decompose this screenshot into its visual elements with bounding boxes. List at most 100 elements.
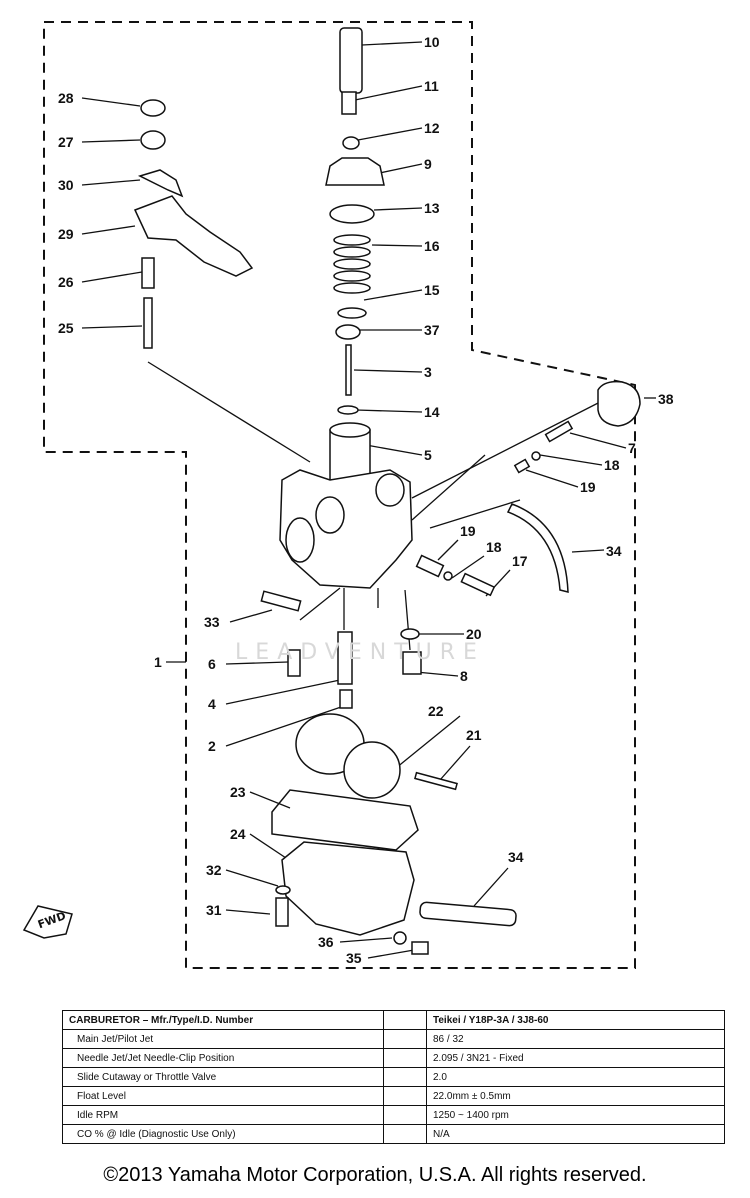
part-choke-plunger [143, 297, 153, 349]
callout-19: 19 [580, 479, 596, 495]
part-main-jet [339, 689, 353, 709]
part-washer-small [443, 571, 453, 581]
part-washer-20 [400, 628, 420, 640]
spec-label: Needle Jet/Jet Needle-Clip Position [62, 1048, 384, 1068]
callout-24: 24 [230, 826, 246, 842]
callout-23: 23 [230, 784, 246, 800]
part-washer [337, 405, 359, 415]
callout-16: 16 [424, 238, 440, 254]
part-throttle-spring [333, 234, 371, 294]
spec-header-row: CARBURETOR – Mfr./Type/I.D. Number Teikei… [62, 1010, 725, 1030]
spec-row: Float Level 22.0mm ± 0.5mm [62, 1086, 725, 1106]
part-needle-jet [337, 631, 353, 685]
spec-value: 2.095 / 3N21 - Fixed [426, 1048, 725, 1068]
part-choke-lever [133, 195, 254, 277]
carburetor-spec-table: CARBURETOR – Mfr./Type/I.D. Number Teikei… [62, 1010, 725, 1144]
spec-value: N/A [426, 1124, 725, 1144]
callout-30: 30 [58, 177, 74, 193]
part-jet-needle [345, 344, 352, 396]
callout-25: 25 [58, 320, 74, 336]
callout-4: 4 [208, 696, 216, 712]
callout-12: 12 [424, 120, 440, 136]
spec-spacer [383, 1105, 427, 1125]
leader-lines [81, 41, 656, 959]
callout-22: 22 [428, 703, 444, 719]
part-main-jet-holder [402, 651, 422, 675]
spec-spacer [383, 1029, 427, 1049]
callout-14: 14 [424, 404, 440, 420]
part-adjuster [341, 91, 357, 115]
callout-3: 3 [424, 364, 432, 380]
spec-value: 2.0 [426, 1067, 725, 1087]
callout-29: 29 [58, 226, 74, 242]
part-drain-hose [419, 901, 517, 927]
part-screw-31 [275, 897, 289, 927]
spec-row: Needle Jet/Jet Needle-Clip Position 2.095… [62, 1048, 725, 1068]
spec-value: Teikei / Y18P-3A / 3J8-60 [426, 1010, 725, 1030]
assembly-boundary [43, 21, 636, 969]
part-float-bowl-gasket [271, 789, 419, 851]
callout-9: 9 [424, 156, 432, 172]
fwd-arrow-icon: FWD [22, 905, 73, 939]
callout-31: 31 [206, 902, 222, 918]
callout-10: 10 [424, 34, 440, 50]
callout-15: 15 [424, 282, 440, 298]
part-mixing-chamber-top [325, 157, 385, 186]
callout-11: 11 [424, 78, 439, 94]
spec-label: Idle RPM [62, 1105, 384, 1125]
part-fuel-hose [506, 503, 569, 593]
callout-38: 38 [658, 391, 674, 407]
spec-label: Slide Cutaway or Throttle Valve [62, 1067, 384, 1087]
part-cap [339, 27, 363, 94]
spec-label: Float Level [62, 1086, 384, 1106]
part-cover-cap [597, 380, 641, 427]
spec-label: CO % @ Idle (Diagnostic Use Only) [62, 1124, 384, 1144]
part-spring-small [513, 458, 531, 474]
part-screw-33 [260, 590, 302, 612]
callout-33: 33 [204, 614, 220, 630]
part-o-ring [531, 451, 541, 461]
callout-28: 28 [58, 90, 74, 106]
spec-row: CO % @ Idle (Diagnostic Use Only) N/A [62, 1124, 725, 1144]
part-pilot-screw [544, 420, 574, 443]
callout-8: 8 [460, 668, 468, 684]
spec-label: CARBURETOR – Mfr./Type/I.D. Number [62, 1010, 384, 1030]
watermark: LEADVENTURE [235, 640, 485, 665]
part-drain-screw [411, 941, 429, 955]
part-float-bowl [281, 841, 415, 936]
callout-27: 27 [58, 134, 74, 150]
spec-value: 22.0mm ± 0.5mm [426, 1086, 725, 1106]
part-gasket-ring [329, 204, 375, 224]
spec-spacer [383, 1010, 427, 1030]
callout-34: 34 [508, 849, 524, 865]
spec-spacer [383, 1124, 427, 1144]
callout-32: 32 [206, 862, 222, 878]
spec-row: Slide Cutaway or Throttle Valve 2.0 [62, 1067, 725, 1087]
callout-19: 19 [460, 523, 476, 539]
callout-5: 5 [424, 447, 432, 463]
spec-spacer [383, 1067, 427, 1087]
spec-label: Main Jet/Pilot Jet [62, 1029, 384, 1049]
part-drain-washer [393, 931, 407, 945]
part-pilot-jet [287, 649, 301, 677]
callout-18: 18 [604, 457, 620, 473]
callout-2: 2 [208, 738, 216, 754]
part-float-pin [414, 771, 458, 791]
spec-row: Idle RPM 1250 ~ 1400 rpm [62, 1105, 725, 1125]
part-clip [337, 307, 367, 319]
part-washer-32 [275, 885, 291, 895]
part-seat [335, 324, 361, 340]
copyright-notice: ©2013 Yamaha Motor Corporation, U.S.A. A… [103, 1164, 647, 1186]
callout-18: 18 [486, 539, 502, 555]
part-float-right [343, 741, 401, 799]
part-choke-plate [137, 169, 184, 198]
callout-35: 35 [346, 950, 362, 966]
callout-labels: 1011129131615373145387181919181734208282… [58, 34, 674, 966]
callout-36: 36 [318, 934, 334, 950]
part-throttle-stop-spring [415, 554, 445, 578]
spec-spacer [383, 1048, 427, 1068]
part-choke-spring [141, 257, 155, 289]
spec-value: 1250 ~ 1400 rpm [426, 1105, 725, 1125]
callout-37: 37 [424, 322, 440, 338]
